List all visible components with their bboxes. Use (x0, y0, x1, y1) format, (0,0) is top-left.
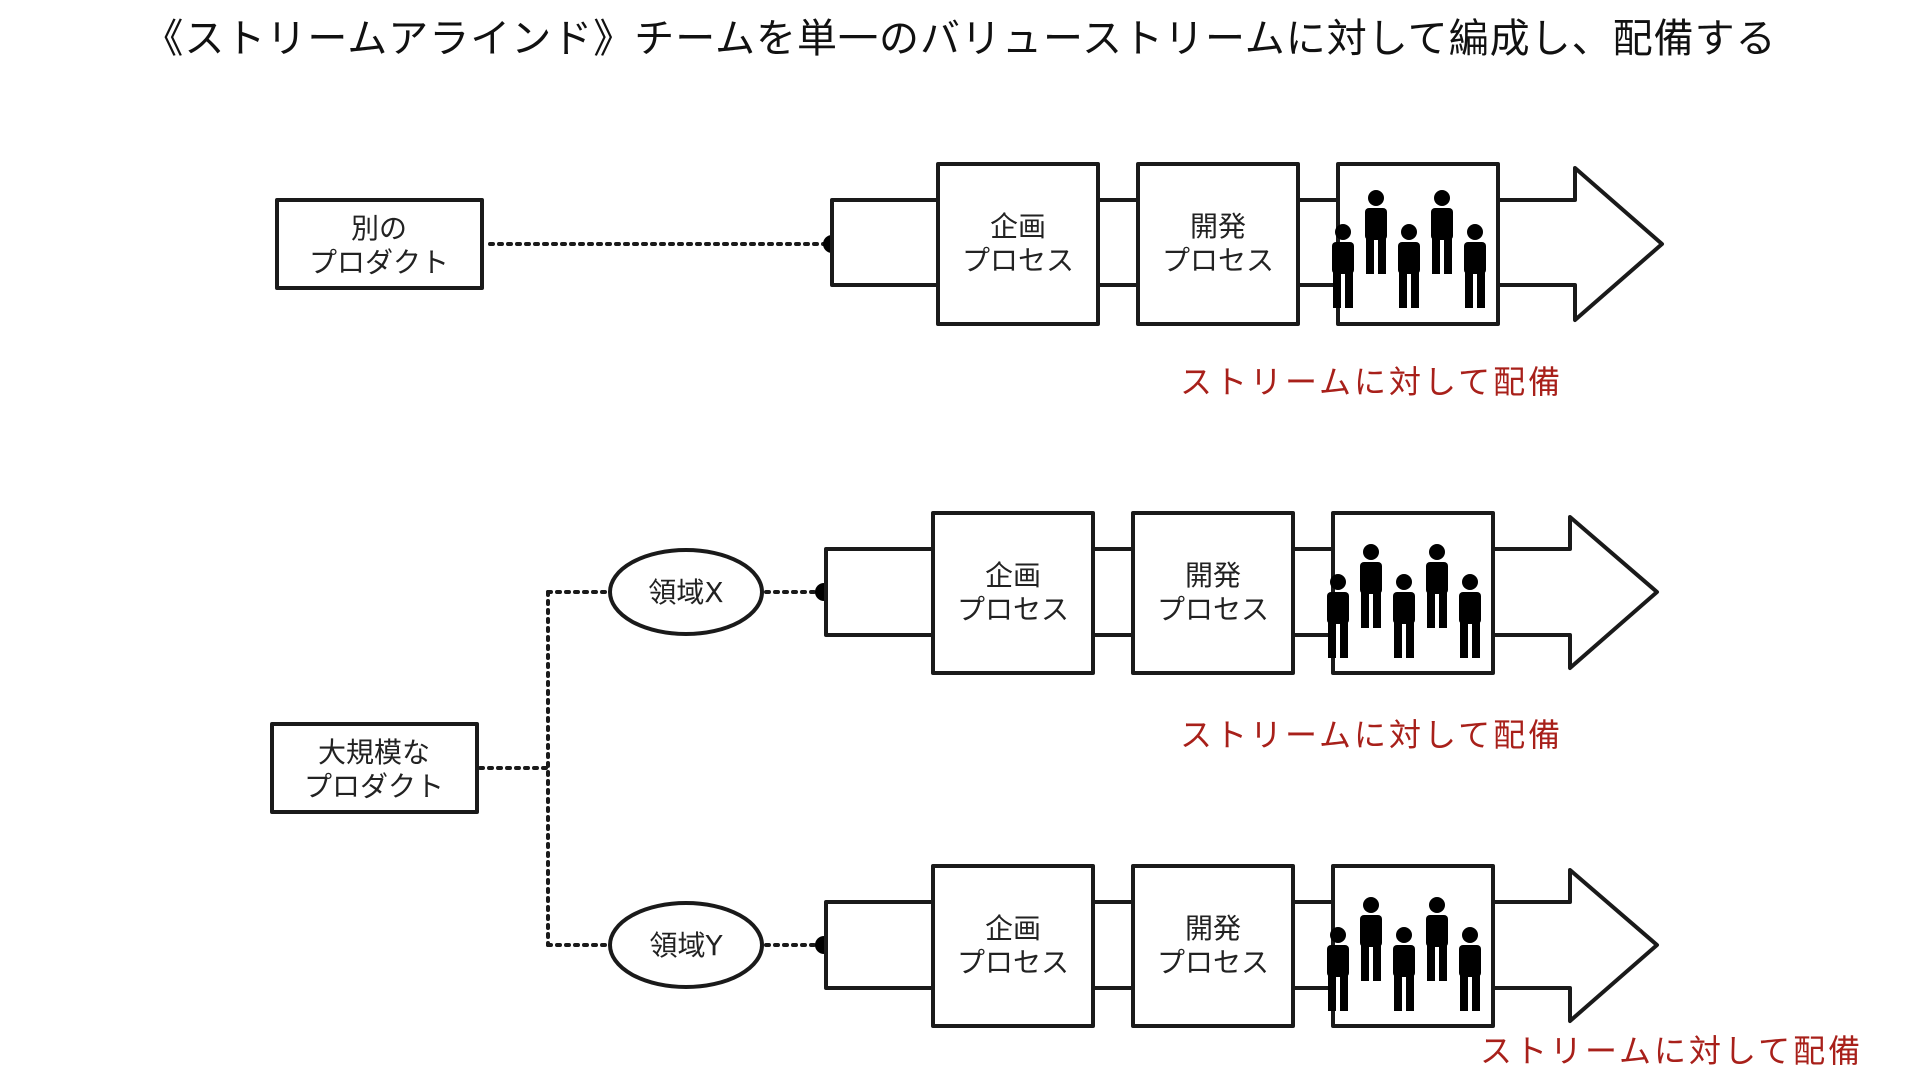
planning-label-line2: プロセス (957, 593, 1069, 626)
planning-label-line1: 企画 (985, 912, 1041, 945)
page-title: 《ストリームアラインド》チームを単一のバリューストリームに対して編成し、配備する (143, 16, 1777, 62)
domain-y-label: 領域Y (649, 929, 723, 962)
development-label-line1: 開発 (1190, 210, 1246, 243)
development-process-box (1136, 162, 1300, 326)
stream-y: 企画 プロセス 開発 プロセス ストリームに対して配備 (824, 864, 1863, 1070)
planning-process-box (931, 864, 1095, 1028)
stream-x: 企画 プロセス 開発 プロセス ストリームに対して配備 (824, 511, 1659, 754)
value-stream-arrow (830, 162, 1664, 326)
large-product-label-line2: プロダクト (304, 770, 444, 803)
planning-label-line2: プロセス (957, 946, 1069, 979)
product-label-line1: 別の (351, 212, 407, 245)
planning-label-line1: 企画 (990, 210, 1046, 243)
planning-process-box (931, 511, 1095, 675)
large-product-group: 大規模な プロダクト 領域X 領域Y (270, 548, 833, 989)
planning-label-line1: 企画 (985, 559, 1041, 592)
planning-process-box (936, 162, 1100, 326)
domain-x-label: 領域X (648, 576, 723, 609)
stream-top: 別の プロダクト 企画 プロセス 開発 プロセス ストリームに対して配備 (275, 162, 1664, 401)
development-process-box (1131, 511, 1295, 675)
product-label-line2: プロダクト (309, 246, 449, 279)
planning-label-line2: プロセス (962, 244, 1074, 277)
development-label-line2: プロセス (1157, 946, 1269, 979)
product-box-large (270, 722, 479, 814)
development-label-line1: 開発 (1185, 912, 1241, 945)
development-label-line2: プロセス (1162, 244, 1274, 277)
deploy-caption: ストリームに対して配備 (1180, 363, 1563, 401)
domain-y-ellipse (608, 901, 764, 989)
development-label-line1: 開発 (1185, 559, 1241, 592)
development-process-box (1131, 864, 1295, 1028)
large-product-label-line1: 大規模な (318, 736, 430, 769)
domain-x-ellipse (608, 548, 764, 636)
product-box-other (275, 198, 484, 290)
deploy-caption: ストリームに対して配備 (1180, 716, 1563, 754)
development-label-line2: プロセス (1157, 593, 1269, 626)
deploy-caption: ストリームに対して配備 (1480, 1032, 1863, 1070)
